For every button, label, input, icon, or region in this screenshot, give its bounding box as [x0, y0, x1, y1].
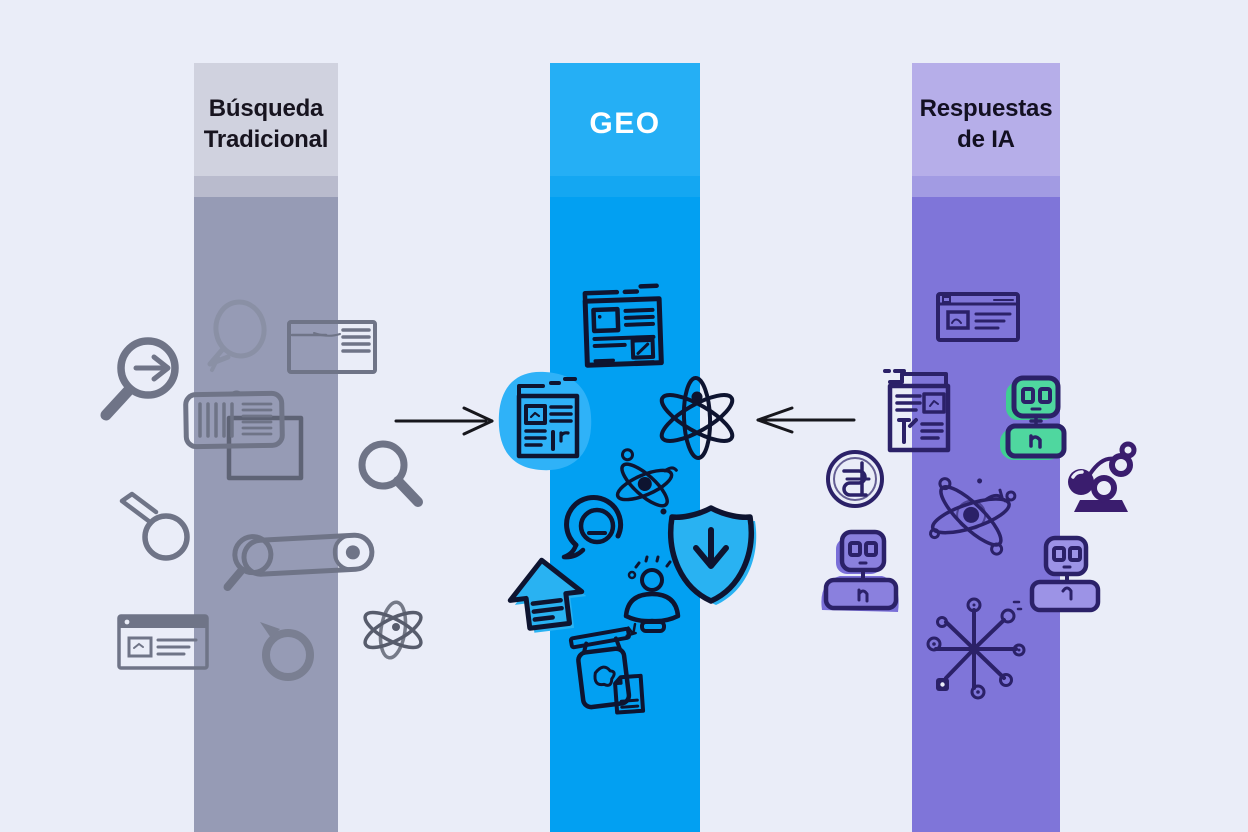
webpage-grid-icon — [574, 278, 670, 372]
green-robot-icon — [996, 374, 1072, 462]
chat-bubble-icon — [556, 488, 634, 562]
magnifier-arrow-icon — [92, 316, 202, 426]
search-bar-icon — [222, 524, 384, 591]
arrow-ai-to-geo — [750, 402, 858, 438]
browser-lines-icon — [286, 316, 378, 376]
column-traditional-body — [194, 197, 338, 832]
atom-scribble-icon — [924, 468, 1019, 563]
atom-icon — [652, 372, 742, 462]
column-geo-divider — [550, 176, 700, 197]
person-icon — [608, 554, 692, 636]
stacked-cards-icon — [183, 390, 315, 486]
webpage-tab-icon — [882, 366, 956, 456]
column-traditional-header: Búsqueda Tradicional — [194, 63, 338, 176]
network-graph-icon — [922, 594, 1027, 700]
atom-gray-icon — [356, 598, 430, 662]
home-upload-icon — [504, 556, 588, 636]
purple-robot-right-icon — [1024, 535, 1106, 614]
shield-download-icon — [664, 504, 758, 605]
purple-robot-left-icon — [816, 529, 904, 612]
monogram-circle-icon — [824, 448, 886, 510]
column-ai-title: Respuestas de IA — [919, 94, 1053, 153]
column-ai-divider — [912, 176, 1060, 197]
browser-article-icon — [116, 610, 212, 674]
magnifier-icon — [352, 436, 428, 512]
arrow-traditional-to-geo — [392, 404, 504, 438]
browser-window-icon — [934, 286, 1024, 346]
column-geo-header: GEO — [550, 63, 700, 176]
robot-arm-icon — [1064, 441, 1138, 516]
column-traditional: Búsqueda Tradicional — [194, 63, 338, 832]
balloon-icon — [198, 296, 274, 378]
highlighted-webpage-icon — [495, 370, 597, 474]
column-traditional-divider — [194, 176, 338, 197]
small-atom-icon — [610, 448, 680, 518]
column-traditional-title: Búsqueda Tradicional — [203, 94, 329, 153]
jar-document-icon — [564, 618, 654, 718]
ring-loop-icon — [254, 614, 316, 684]
column-ai-header: Respuestas de IA — [912, 63, 1060, 176]
column-geo-title: GEO — [589, 107, 661, 141]
tilted-magnifier-icon — [112, 491, 192, 566]
